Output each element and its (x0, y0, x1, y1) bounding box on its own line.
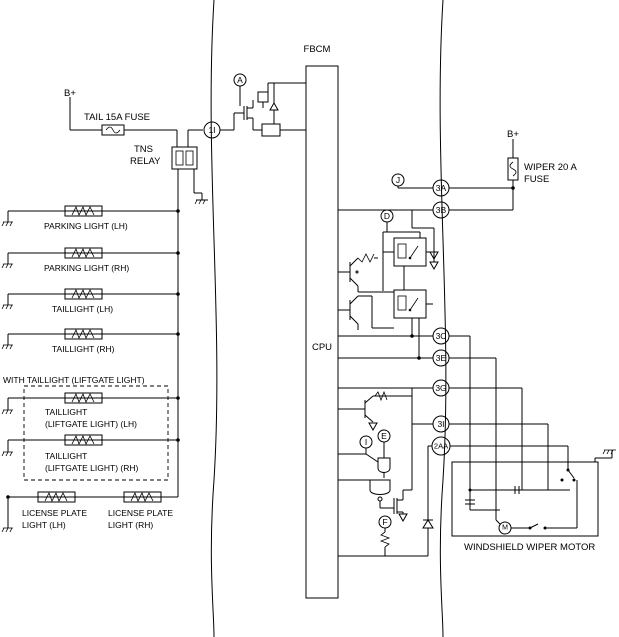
liftgate-light-group (23, 385, 169, 481)
svg-text:E: E (381, 431, 387, 441)
license-plate-rh-label-1: LICENSE PLATE (108, 508, 173, 518)
tns-relay (171, 146, 198, 170)
taillight-liftgate-rh-bulb (64, 434, 103, 446)
with-taillight-label: WITH TAILLIGHT (LIFTGATE LIGHT) (3, 375, 145, 385)
ground-symbols-left (1, 221, 13, 533)
left-supply-wiring: B+ TAIL 15A FUSE TNS RELAY (64, 88, 208, 497)
cpu-label: CPU (312, 342, 332, 353)
license-plate-lh-label-2: LIGHT (LH) (22, 520, 66, 530)
taillight-rh-bulb (64, 328, 103, 340)
svg-text:2AA: 2AA (434, 442, 448, 451)
b-plus-left-label: B+ (64, 88, 76, 99)
tns-drive-circuit: 1I A (203, 73, 306, 139)
svg-text:3C: 3C (436, 331, 447, 341)
taillight-liftgate-rh-label-1: TAILLIGHT (45, 451, 87, 461)
taillight-lh-bulb (64, 288, 103, 300)
taillight-lh-label: TAILLIGHT (LH) (52, 304, 113, 314)
taillight-liftgate-rh-label-2: (LIFTGATE LIGHT) (RH) (45, 463, 139, 473)
license-plate-lh-label-1: LICENSE PLATE (22, 508, 87, 518)
windshield-wiper-motor (451, 461, 599, 537)
svg-text:A: A (237, 75, 243, 85)
tns-relay-label-2: RELAY (130, 156, 161, 167)
taillight-rh-label: TAILLIGHT (RH) (52, 344, 115, 354)
svg-text:3G: 3G (435, 383, 446, 393)
taillight-liftgate-lh-bulb (64, 392, 103, 404)
parking-light-rh-bulb (64, 247, 103, 259)
right-terminals: 3A 3B 3C 3E 3G 3I 2AA (431, 179, 451, 456)
tail-fuse-label: TAIL 15A FUSE (84, 112, 150, 123)
b-plus-right-label: B+ (507, 129, 519, 140)
parking-light-lh-label: PARKING LIGHT (LH) (44, 221, 128, 231)
wiper-fuse-label-2: FUSE (524, 174, 549, 185)
svg-text:F: F (382, 517, 387, 527)
taillight-liftgate-lh-label-1: TAILLIGHT (45, 407, 87, 417)
wiper-relay-1 (393, 237, 427, 267)
svg-text:3B: 3B (436, 205, 447, 215)
wiper-fuse-label-1: WIPER 20 A (524, 162, 577, 173)
wiper-motor-internals: M (465, 468, 578, 535)
wiper-relay-2 (393, 289, 427, 319)
svg-text:3A: 3A (436, 183, 447, 193)
wiper-relay-circuit: J D (338, 173, 439, 557)
fbcm-module-outline (210, 0, 447, 637)
wiper-motor-label: WINDSHIELD WIPER MOTOR (464, 542, 595, 553)
svg-text:D: D (384, 211, 390, 221)
license-plate-light-rh-bulb (123, 491, 162, 503)
wiper-supply: B+ WIPER 20 A FUSE (449, 129, 577, 211)
wiper-motor-wiring (449, 335, 616, 520)
svg-text:3I: 3I (437, 419, 444, 429)
svg-text:J: J (396, 175, 400, 185)
svg-text:3E: 3E (436, 353, 447, 363)
cpu-block (305, 65, 339, 599)
light-branches: PARKING LIGHT (LH) PARKING LIGHT (RH) TA… (1, 205, 180, 533)
fbcm-label: FBCM (304, 44, 331, 55)
svg-text:M: M (502, 525, 508, 532)
svg-text:1I: 1I (208, 125, 215, 135)
tns-relay-label-1: TNS (134, 144, 153, 155)
parking-light-lh-bulb (64, 205, 103, 217)
parking-light-rh-label: PARKING LIGHT (RH) (44, 263, 129, 273)
taillight-liftgate-lh-label-2: (LIFTGATE LIGHT) (LH) (45, 419, 137, 429)
svg-text:I: I (365, 437, 367, 447)
license-plate-light-lh-bulb (37, 491, 76, 503)
license-plate-rh-label-2: LIGHT (RH) (108, 520, 153, 530)
